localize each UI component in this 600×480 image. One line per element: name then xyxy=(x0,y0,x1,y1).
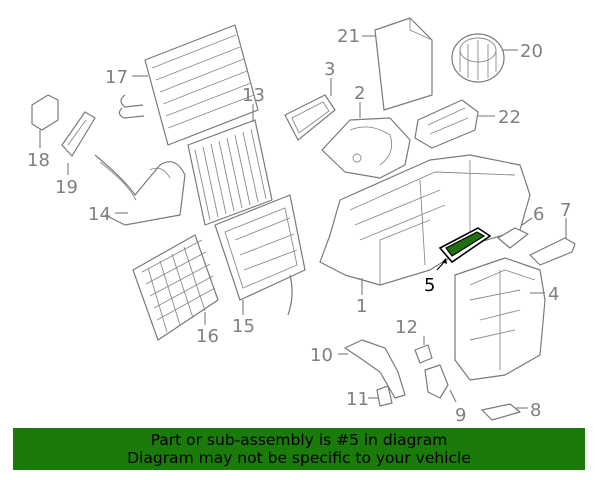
part-6-gasket xyxy=(497,227,529,249)
part-5-highlighted-filter xyxy=(438,227,492,264)
info-banner: Part or sub-assembly is #5 in diagram Di… xyxy=(13,428,585,470)
parts-diagram: 17 13 3 2 21 20 22 18 19 14 16 15 1 5 6 … xyxy=(27,17,576,425)
part-12-fitting xyxy=(414,344,433,364)
label-6: 6 xyxy=(533,204,544,225)
label-19: 19 xyxy=(55,177,78,198)
part-18-sensor xyxy=(31,94,59,131)
part-7-actuator xyxy=(529,237,576,266)
part-13-heater-core xyxy=(187,119,273,226)
label-20: 20 xyxy=(520,41,543,62)
label-9: 9 xyxy=(455,405,466,425)
part-14-tubes xyxy=(94,154,186,226)
label-16: 16 xyxy=(196,326,219,347)
label-18: 18 xyxy=(27,150,50,171)
label-1: 1 xyxy=(356,296,367,317)
label-10: 10 xyxy=(310,345,333,366)
label-3: 3 xyxy=(324,59,335,80)
label-2: 2 xyxy=(354,83,365,104)
part-2-blower-cover xyxy=(321,117,411,179)
part-19-clip xyxy=(61,111,96,157)
part-15-frame xyxy=(214,194,306,316)
part-9-motor xyxy=(424,364,449,399)
part-22-bracket xyxy=(414,99,479,149)
part-8-plate xyxy=(481,403,521,421)
part-10-duct xyxy=(344,339,406,399)
part-17-evaporator xyxy=(118,24,259,146)
part-3-seal xyxy=(284,94,336,141)
label-7: 7 xyxy=(560,200,571,221)
label-11: 11 xyxy=(346,389,369,410)
label-14: 14 xyxy=(88,204,111,225)
banner-line-part: Part or sub-assembly is #5 in diagram xyxy=(150,431,448,449)
label-4: 4 xyxy=(548,284,559,305)
label-22: 22 xyxy=(498,107,521,128)
label-12: 12 xyxy=(395,317,418,338)
part-21-panel xyxy=(374,17,433,111)
label-13: 13 xyxy=(242,85,265,106)
part-4-lower-case xyxy=(454,257,546,381)
label-8: 8 xyxy=(530,400,541,421)
part-16-grid xyxy=(132,234,219,341)
label-5: 5 xyxy=(424,275,435,296)
label-17: 17 xyxy=(105,67,128,88)
label-15: 15 xyxy=(232,316,255,337)
label-21: 21 xyxy=(337,26,360,47)
banner-line-disclaimer: Diagram may not be specific to your vehi… xyxy=(127,449,471,467)
part-20-blower-motor xyxy=(451,33,505,83)
part-11-clip xyxy=(376,385,393,407)
